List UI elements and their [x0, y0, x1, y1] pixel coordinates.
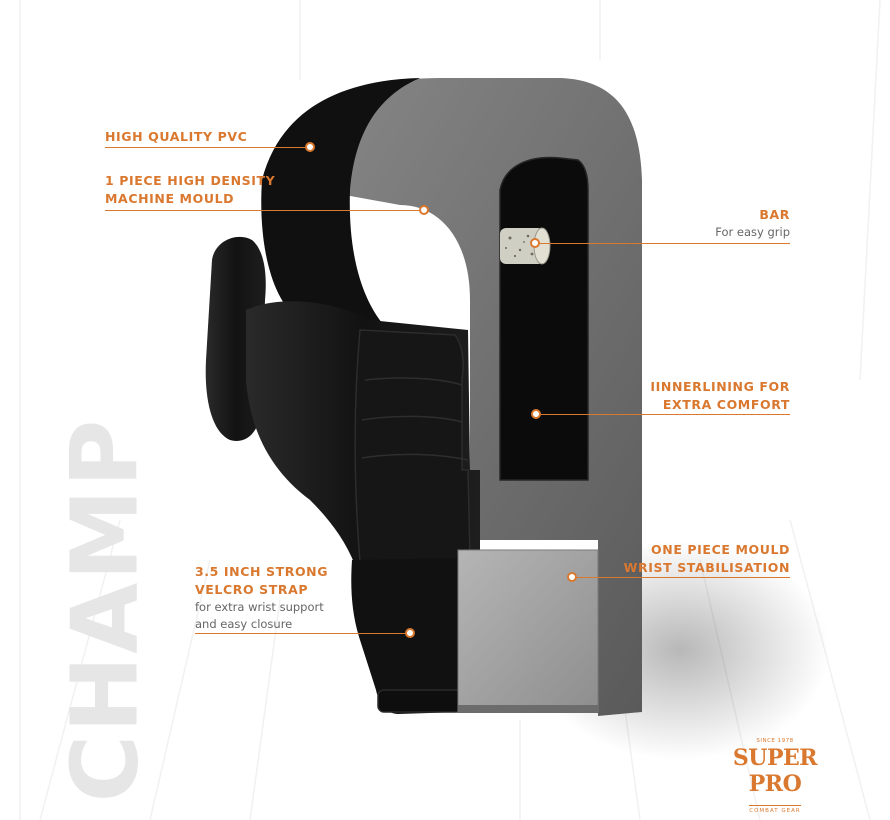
front-panel [354, 329, 471, 563]
callout-mould-title-2: MACHINE MOULD [105, 191, 235, 206]
callout-wrist-title-2: WRIST STABILISATION [623, 560, 790, 575]
callout-bar-sub: For easy grip [715, 225, 790, 239]
callout-wrist-title-1: ONE PIECE MOULD [651, 542, 790, 557]
callout-wrist-line [577, 577, 790, 578]
callout-wrist-dot [567, 572, 577, 582]
callout-strap-title-2: VELCRO STRAP [195, 582, 309, 597]
callout-lining: IINNERLINING FOR EXTRA COMFORT [650, 378, 790, 414]
callout-pvc-line [105, 147, 305, 148]
callout-pvc: HIGH QUALITY PVC [105, 128, 247, 146]
callout-mould-dot [419, 205, 429, 215]
logo-since: SINCE 1978 [756, 738, 794, 744]
callout-strap-sub-2: and easy closure [195, 617, 293, 631]
callout-lining-title-2: EXTRA COMFORT [662, 397, 790, 412]
inner-lining [499, 156, 589, 481]
callout-mould: 1 PIECE HIGH DENSITY MACHINE MOULD [105, 172, 275, 208]
callout-strap-title-1: 3.5 INCH STRONG [195, 564, 329, 579]
callout-bar-line [540, 243, 790, 244]
callout-strap-line [195, 633, 405, 634]
callout-strap-sub-1: for extra wrist support [195, 600, 324, 614]
grip-bar [500, 227, 551, 265]
callout-strap-dot [405, 628, 415, 638]
callout-bar-dot [530, 238, 540, 248]
callout-mould-line [105, 210, 419, 211]
callout-pvc-dot [305, 142, 315, 152]
callout-lining-dot [531, 409, 541, 419]
logo-tagline: COMBAT GEAR [749, 805, 801, 815]
wrist-mould-edge [458, 705, 598, 713]
pvc-outer-layer [261, 78, 420, 330]
wrist-mould [457, 549, 599, 713]
callout-mould-title-1: 1 PIECE HIGH DENSITY [105, 173, 276, 188]
callout-lining-title-1: IINNERLINING FOR [650, 379, 790, 394]
callout-wrist: ONE PIECE MOULD WRIST STABILISATION [624, 541, 790, 577]
callout-lining-line [541, 414, 790, 415]
callout-pvc-title: HIGH QUALITY PVC [105, 129, 248, 144]
callout-bar: BAR For easy grip [715, 206, 790, 241]
super-pro-logo: SINCE 1978 SUPER PRO COMBAT GEAR [722, 738, 828, 814]
callout-bar-title: BAR [759, 207, 790, 222]
strap-buckle [377, 689, 471, 713]
logo-name: SUPER PRO [732, 745, 818, 797]
callout-strap: 3.5 INCH STRONG VELCRO STRAP for extra w… [195, 563, 328, 633]
